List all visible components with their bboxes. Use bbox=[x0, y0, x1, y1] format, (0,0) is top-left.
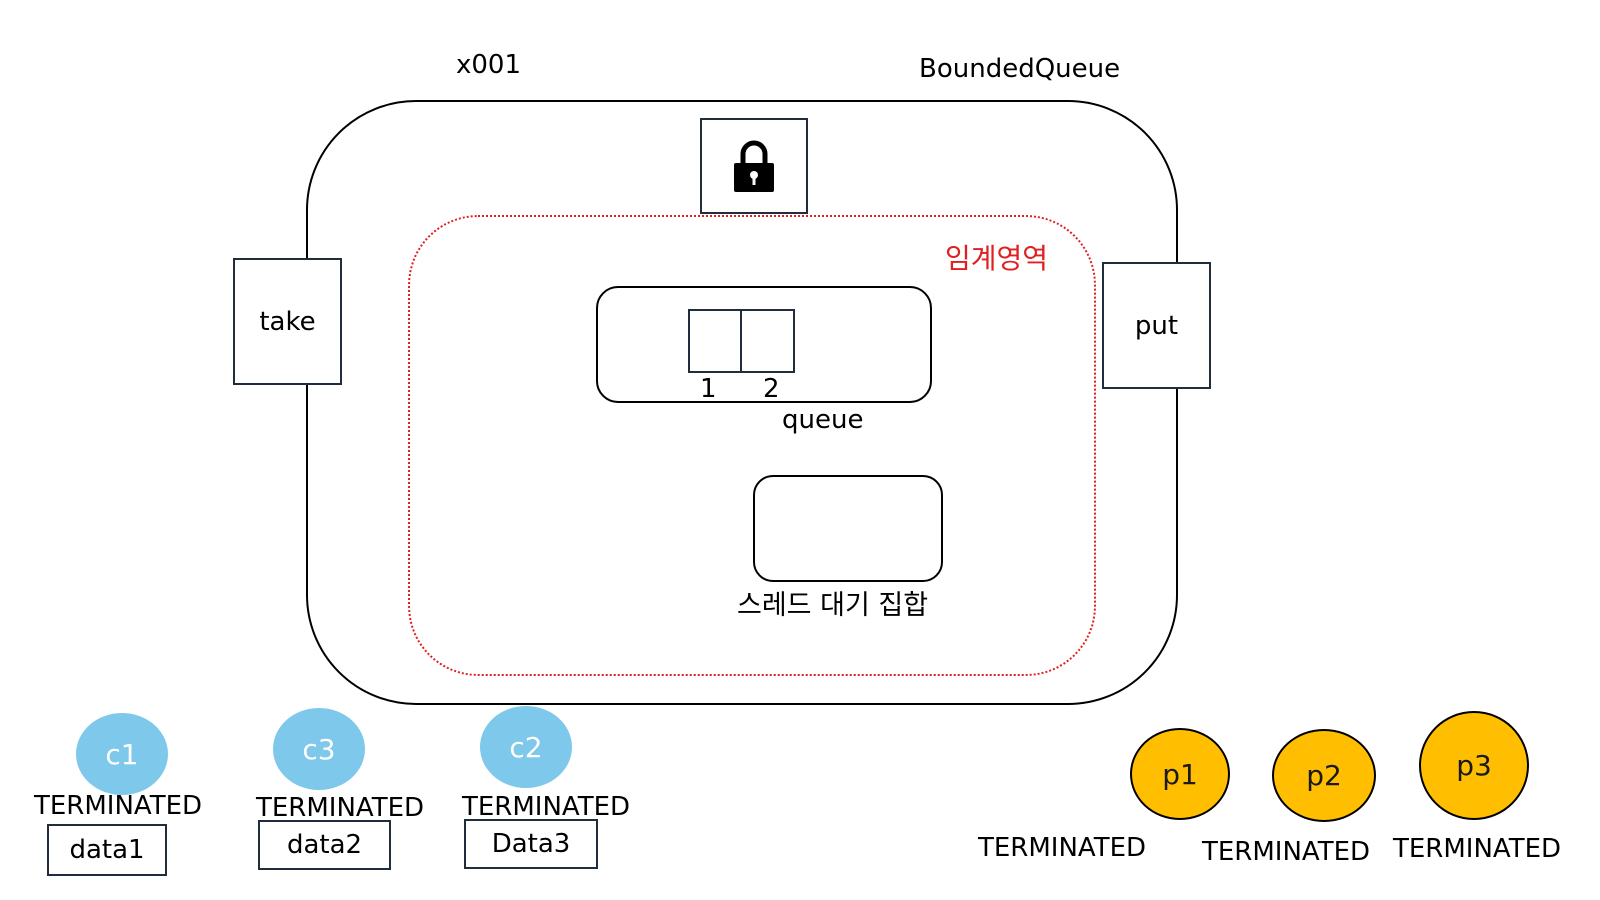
queue-slot-2 bbox=[740, 309, 795, 373]
producer-p1-state: TERMINATED bbox=[978, 833, 1147, 863]
put-method-box: put bbox=[1102, 262, 1211, 389]
consumer-thread-c1: c1 bbox=[76, 713, 168, 795]
critical-section-label: 임계영역 bbox=[945, 242, 1049, 275]
consumer-thread-c2: c2 bbox=[480, 706, 572, 788]
consumer-c1-data: data1 bbox=[47, 824, 167, 876]
queue-label: queue bbox=[782, 405, 864, 435]
producer-p3-state: TERMINATED bbox=[1393, 834, 1562, 864]
object-id-label: x001 bbox=[456, 50, 522, 80]
producer-thread-p1: p1 bbox=[1130, 728, 1230, 820]
critical-section bbox=[408, 215, 1096, 676]
producer-thread-p3: p3 bbox=[1419, 711, 1529, 820]
wait-set-label: 스레드 대기 집합 bbox=[737, 590, 929, 621]
queue-slot-label-1: 1 bbox=[700, 374, 717, 404]
consumer-thread-c3: c3 bbox=[273, 708, 365, 790]
queue-slot-label-2: 2 bbox=[763, 374, 780, 404]
consumer-c3-data: data2 bbox=[258, 820, 391, 870]
lock-box bbox=[700, 118, 808, 214]
take-method-box: take bbox=[233, 258, 342, 385]
object-name-label: BoundedQueue bbox=[919, 54, 1121, 84]
lock-icon bbox=[734, 140, 774, 192]
queue-box bbox=[596, 286, 932, 403]
consumer-c3-state: TERMINATED bbox=[256, 793, 425, 823]
producer-thread-p2: p2 bbox=[1272, 729, 1376, 822]
queue-slot-1 bbox=[688, 309, 742, 373]
consumer-c1-state: TERMINATED bbox=[34, 791, 203, 821]
bounded-queue-object bbox=[306, 100, 1178, 705]
consumer-c2-state: TERMINATED bbox=[462, 792, 631, 822]
producer-p2-state: TERMINATED bbox=[1202, 837, 1371, 867]
consumer-c2-data: Data3 bbox=[464, 819, 598, 869]
wait-set-box bbox=[753, 475, 943, 582]
